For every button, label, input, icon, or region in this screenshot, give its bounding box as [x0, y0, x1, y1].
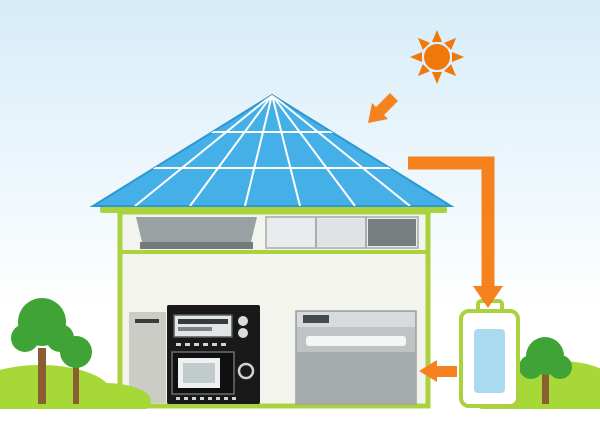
oven-display-line	[178, 327, 212, 331]
tree-foliage	[11, 298, 74, 352]
grid-line	[189, 95, 273, 206]
tree-trunk	[38, 348, 46, 404]
vent-hood	[136, 217, 257, 242]
dishwasher-control	[303, 315, 329, 323]
foliage-lobe	[11, 324, 39, 352]
tree-left-small	[60, 336, 92, 404]
battery-storage	[459, 299, 520, 408]
grid-line	[271, 95, 301, 206]
house	[117, 209, 431, 409]
tree-right	[519, 337, 572, 404]
sun-to-roof-arrow	[368, 93, 398, 123]
oven-display	[173, 314, 233, 338]
sun-icon	[410, 30, 464, 84]
sun-disc	[424, 44, 450, 70]
ground-strip	[0, 409, 600, 429]
energy-flow-arrows	[368, 93, 503, 382]
dishwasher-lower-panel	[297, 352, 415, 403]
dishwasher-slot	[306, 336, 406, 346]
roof-to-battery-arrow	[408, 156, 503, 308]
sun-ray	[432, 72, 442, 84]
grid-line	[271, 95, 411, 206]
grid-line	[244, 95, 273, 206]
sun-ray	[444, 37, 457, 50]
floor-divider	[122, 250, 426, 254]
battery-to-appliance-arrow	[419, 360, 457, 382]
battery-cell	[474, 329, 505, 393]
dishwasher-appliance	[295, 310, 417, 405]
oven-button-row	[176, 343, 226, 346]
cabinet-handle	[135, 319, 159, 323]
sun-ray	[417, 37, 430, 50]
tree-left-large	[11, 298, 74, 404]
oven-knob	[238, 316, 248, 326]
grid-line	[271, 95, 356, 206]
oven-door-knob	[237, 362, 255, 380]
oven-door-window-inner	[183, 363, 215, 383]
sun-ray	[410, 52, 422, 62]
oven-bottom-buttons	[176, 397, 236, 400]
foliage-lobe	[519, 355, 543, 379]
tree-foliage	[60, 336, 92, 368]
oven-display-line	[178, 319, 228, 324]
roof-to-battery-arrow-head	[473, 286, 503, 308]
oven-appliance	[167, 305, 260, 404]
grid-line	[134, 95, 273, 206]
sun-ray	[444, 64, 457, 77]
tree-foliage	[519, 337, 572, 379]
tree-trunk	[542, 372, 549, 404]
tree-trunk	[73, 366, 79, 404]
oven-knob	[238, 328, 248, 338]
window-pane-dark	[368, 219, 416, 246]
vent-hood-base	[140, 242, 253, 249]
window-strip	[265, 216, 419, 249]
sun-ray	[452, 52, 464, 62]
sun-ray	[417, 64, 430, 77]
roof-to-battery-arrow-shaft	[408, 156, 495, 288]
sun-ray	[432, 30, 442, 42]
roof-panel	[89, 93, 455, 207]
window-pane-mid	[317, 219, 365, 246]
foliage-lobe	[548, 355, 572, 379]
